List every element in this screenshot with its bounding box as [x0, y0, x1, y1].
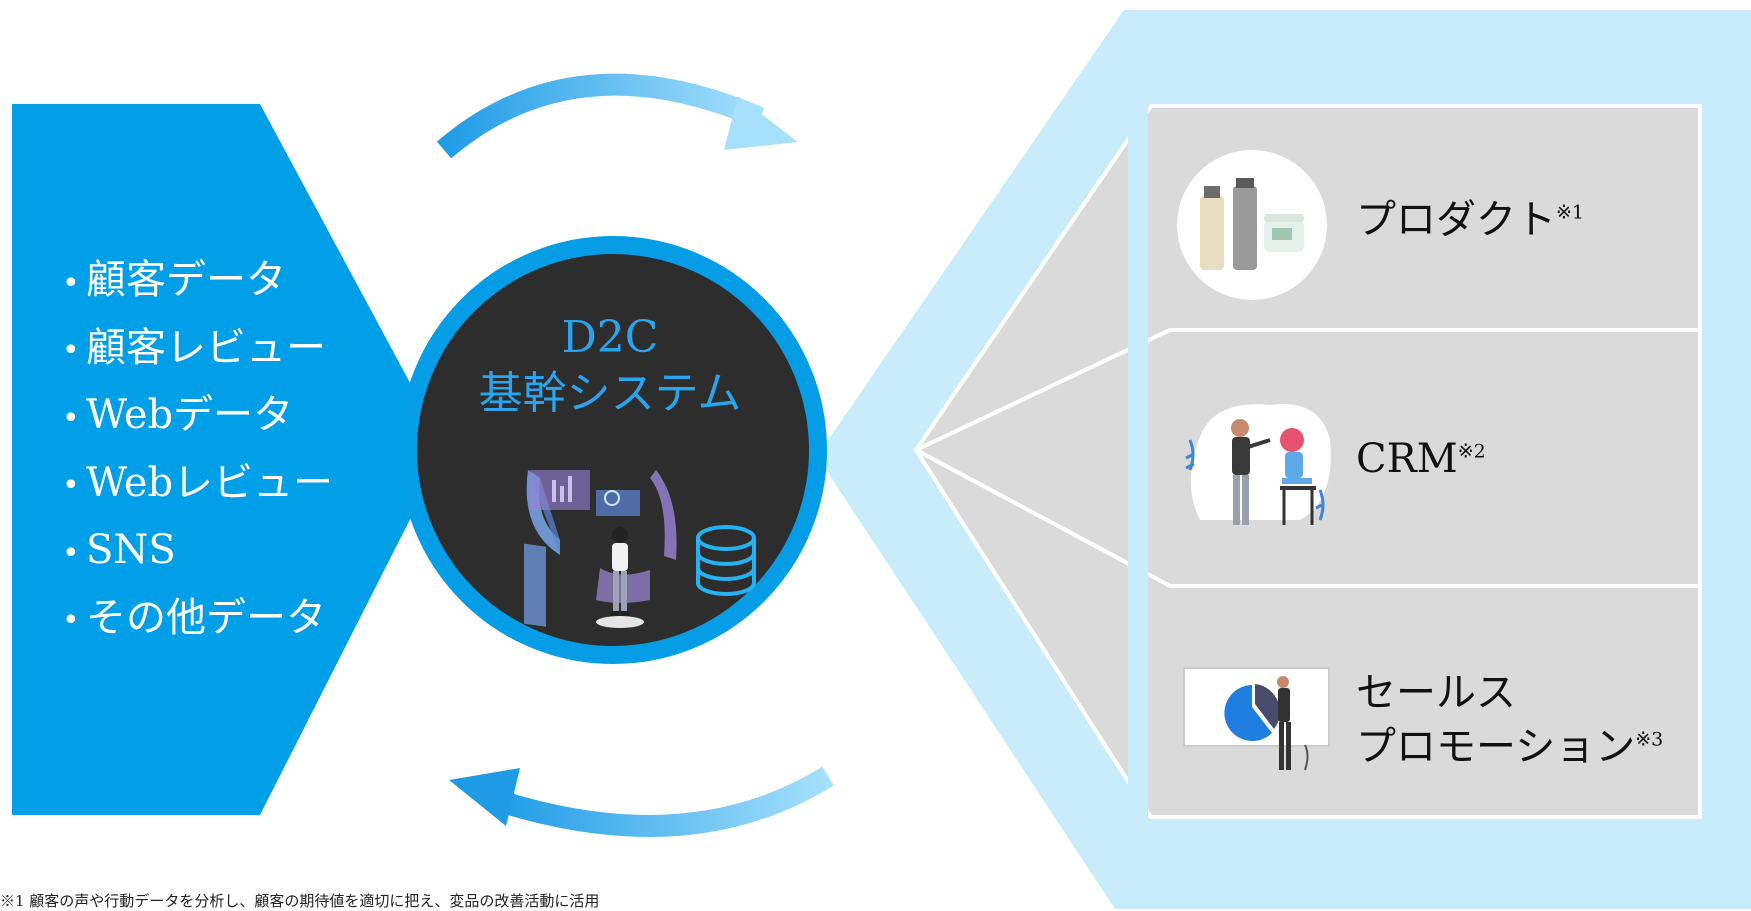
- crm-label: CRM※2: [1356, 432, 1486, 486]
- cycle-arrow-bottom-head: [449, 768, 520, 826]
- hub-title-line2: 基幹システム: [478, 368, 742, 419]
- list-item-label: SNS: [86, 527, 176, 573]
- hub-circle: [399, 236, 827, 664]
- input-data-list: •顧客データ •顧客レビュー •Webデータ •Webレビュー •SNS •その…: [62, 248, 333, 653]
- list-item-label: 顧客データ: [86, 257, 286, 303]
- list-item-label: Webデータ: [86, 392, 294, 438]
- bullet-icon: •: [62, 603, 80, 638]
- bullet-icon: •: [62, 400, 80, 436]
- list-item: •Webデータ: [62, 383, 333, 451]
- list-item-label: Webレビュー: [86, 459, 334, 506]
- makeup-artist-illustration-icon: [1185, 404, 1331, 525]
- hub-title: D2C 基幹システム: [430, 310, 790, 422]
- data-analyst-illustration-icon: [524, 470, 677, 628]
- list-item: •Webレビュー: [62, 451, 333, 519]
- footnote: ※1 顧客の声や行動データを分析し、顧客の期待値を適切に把え、変品の改善活動に活…: [0, 892, 600, 910]
- cycle-arrow-bottom: [492, 766, 834, 837]
- sales-label: セールス プロモーション※3: [1356, 666, 1663, 774]
- cycle-arrow-top-head: [724, 96, 798, 150]
- bullet-icon: •: [62, 265, 80, 301]
- list-item: •SNS: [62, 518, 333, 586]
- cycle-arrow-top: [436, 73, 765, 159]
- list-item: •顧客データ: [62, 248, 333, 316]
- card-gap: [1128, 100, 1148, 824]
- crm-note: ※2: [1457, 440, 1486, 463]
- sales-label-line2: プロモーション: [1356, 724, 1636, 770]
- bullet-icon: •: [62, 535, 80, 571]
- list-item-label: その他データ: [86, 594, 326, 641]
- sales-label-line2-wrap: プロモーション※3: [1356, 720, 1663, 774]
- database-icon: [696, 525, 756, 596]
- product-label: プロダクト※1: [1356, 193, 1584, 247]
- list-item: •顧客レビュー: [62, 316, 333, 384]
- card-sales: [914, 448, 1702, 819]
- cosmetics-products-icon: [1177, 150, 1327, 300]
- sales-label-line1: セールス: [1356, 670, 1516, 716]
- product-label-text: プロダクト: [1356, 197, 1556, 243]
- sales-note: ※3: [1635, 728, 1664, 751]
- list-item: •その他データ: [62, 586, 333, 654]
- bullet-icon: •: [62, 468, 80, 503]
- list-item-label: 顧客レビュー: [86, 324, 326, 371]
- presentation-chart-icon: [1183, 667, 1330, 771]
- hub-title-line1: D2C: [561, 312, 659, 363]
- bullet-icon: •: [62, 333, 80, 368]
- product-note: ※1: [1556, 201, 1585, 224]
- left-panel: [12, 104, 430, 815]
- crm-label-text: CRM: [1356, 436, 1458, 482]
